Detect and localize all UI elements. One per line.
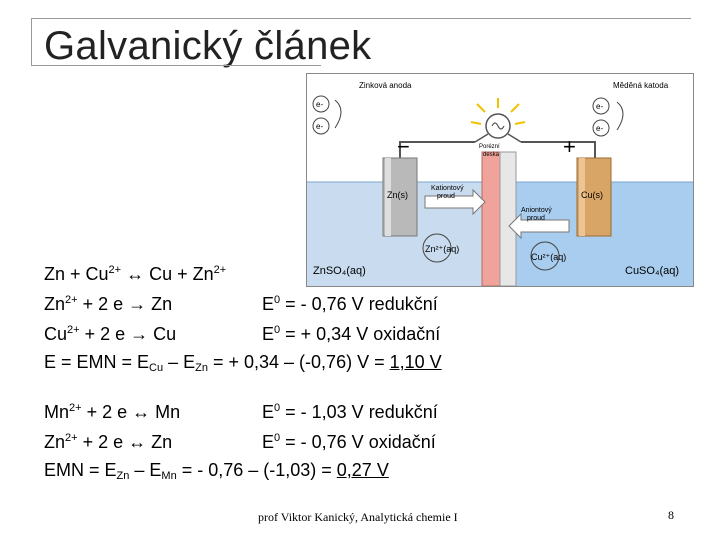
title-frame-left: [31, 18, 32, 66]
equation-overall: Zn + Cu2+ ↔ Cu + Zn2+: [44, 264, 227, 284]
svg-text:Zn²⁺(aq): Zn²⁺(aq): [425, 244, 459, 254]
cation-current-arrow: [424, 188, 486, 216]
svg-text:ZnSO₄(aq): ZnSO₄(aq): [313, 265, 366, 277]
svg-text:e-: e-: [316, 100, 323, 109]
slide-title: Galvanický článek: [44, 24, 372, 68]
potential-copper: E0 = + 0,34 V oxidační: [262, 324, 441, 344]
svg-text:Zinková anoda: Zinková anoda: [359, 81, 412, 90]
title-underline: [31, 65, 321, 66]
svg-text:+: +: [563, 134, 576, 159]
svg-text:Zn(s): Zn(s): [387, 190, 408, 200]
svg-text:Aniontový: Aniontový: [521, 207, 552, 214]
potential-zinc: E0 = - 0,76 V redukční: [262, 294, 438, 314]
potential-zinc-2: E0 = - 0,76 V oxidační: [262, 432, 436, 452]
slide-footer: prof Viktor Kanický, Analytická chemie I: [258, 510, 458, 524]
equation-zinc-2: Zn2+ + 2 e ↔ Zn: [44, 432, 173, 452]
title-frame-top: [31, 18, 691, 19]
svg-text:e-: e-: [596, 124, 603, 133]
potential-manganese: E0 = - 1,03 V redukční: [262, 402, 438, 422]
svg-text:e-: e-: [316, 122, 323, 131]
svg-text:proud: proud: [437, 193, 455, 200]
svg-text:Měděná katoda: Měděná katoda: [613, 81, 669, 90]
emf-result-2: 0,27 V: [336, 460, 389, 480]
svg-text:e-: e-: [596, 102, 603, 111]
svg-text:proud: proud: [527, 215, 545, 222]
equation-manganese: Mn2+ + 2 e ↔ Mn: [44, 402, 181, 422]
porous-plate: [481, 151, 501, 286]
page-number: 8: [668, 508, 674, 522]
galvanic-cell-diagram: − + Zinková anoda Měděná katoda e- e- e-…: [306, 73, 694, 287]
svg-text:deska: deska: [483, 152, 500, 158]
equation-zinc-reduction: Zn2+ + 2 e → Zn: [44, 294, 173, 314]
emf-calculation-1: E = EMN = ECu – EZn = + 0,34 – (-0,76) V…: [44, 352, 442, 374]
anion-current-arrow: [508, 212, 570, 240]
equation-copper: Cu2+ + 2 e → Cu: [44, 324, 177, 344]
svg-text:Cu(s): Cu(s): [581, 190, 603, 200]
emf-calculation-2: EMN = EZn – EMn = - 0,76 – (-1,03) = 0,2…: [44, 460, 389, 482]
emf-result-1: 1,10 V: [389, 352, 442, 372]
svg-text:CuSO₄(aq): CuSO₄(aq): [625, 265, 679, 277]
svg-text:Kationtový: Kationtový: [431, 185, 464, 192]
svg-text:−: −: [397, 134, 410, 159]
svg-text:Cu²⁺(aq): Cu²⁺(aq): [531, 252, 566, 262]
svg-text:Porézní: Porézní: [479, 144, 500, 150]
